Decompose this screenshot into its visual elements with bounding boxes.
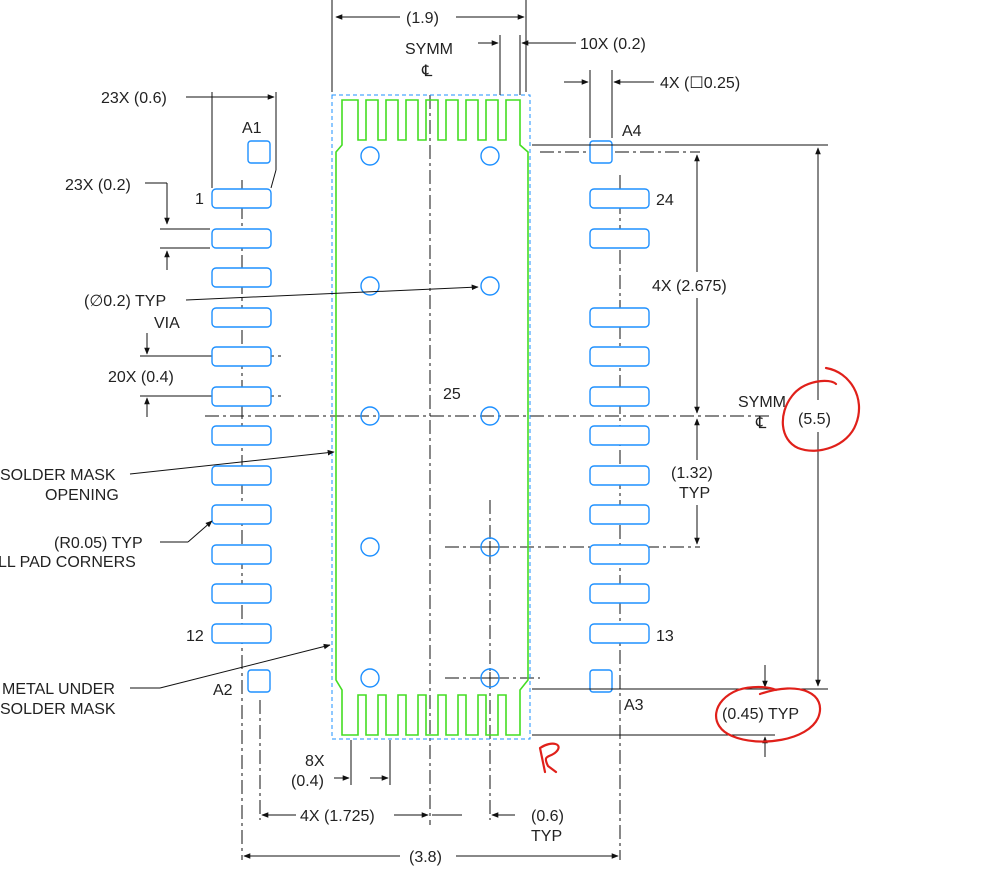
dimension-lines [129, 0, 828, 859]
via [360, 406, 380, 426]
pad [211, 188, 272, 209]
via [360, 276, 380, 296]
via-diameter-sublabel: VIA [154, 315, 180, 332]
finger-count-label: 8X [305, 753, 325, 770]
pad [589, 623, 650, 644]
pin-24-label: 24 [656, 192, 674, 209]
pad [589, 307, 650, 328]
via [480, 537, 500, 557]
via [360, 668, 380, 688]
corner-radius-sublabel: LL PAD CORNERS [0, 554, 136, 571]
bottom-pitch-dim: 4X (1.725) [300, 808, 375, 825]
pad-width-dim: 23X (0.6) [101, 90, 167, 107]
pad [211, 425, 272, 446]
pin-a2-label: A2 [213, 682, 233, 699]
pin-12-label: 12 [186, 628, 204, 645]
pin-1-label: 1 [195, 191, 204, 208]
right-pad-column [589, 140, 650, 693]
red-annotations [538, 366, 861, 774]
edge-dim: (0.45) TYP [722, 706, 799, 723]
red-r-mark [538, 742, 560, 774]
metal-pad-outline [331, 94, 531, 740]
pad [589, 386, 650, 407]
red-circle-height [781, 366, 861, 452]
corner-radius-label: (R0.05) TYP [54, 535, 143, 552]
vias [360, 146, 500, 688]
pad [589, 544, 650, 565]
corner-pad-a4 [589, 140, 613, 164]
via-count-dim: 10X (0.2) [580, 36, 646, 53]
top-dimension: (1.9) [406, 10, 439, 27]
left-pad-column [211, 140, 272, 693]
via-pitch-dim: (1.32) [671, 465, 713, 482]
vertical-pitch-dim: 4X (2.675) [652, 278, 727, 295]
via [480, 276, 500, 296]
pad [211, 386, 272, 407]
pad [589, 228, 650, 249]
pin-a3-label: A3 [624, 697, 644, 714]
pad [211, 465, 272, 486]
centerline-right-symbol: ℄ [755, 415, 767, 432]
pad [211, 583, 272, 604]
solder-mask-opening [335, 99, 529, 736]
via [480, 146, 500, 166]
overall-height-dim: (5.5) [798, 411, 831, 428]
pad [211, 544, 272, 565]
red-circle-edge-dim [714, 685, 821, 743]
metal-under-mask-label: METAL UNDER [2, 681, 115, 698]
via [480, 406, 500, 426]
labels: (1.9) SYMM ℄ 10X (0.2) 4X (☐0.25) 23X (0… [0, 10, 831, 866]
symm-top-label: SYMM [405, 41, 453, 58]
finger-width-dim: (0.4) [291, 773, 324, 790]
bottom-right-pitch-typ: TYP [531, 828, 562, 845]
pin-a4-label: A4 [622, 123, 642, 140]
pad-pitch-dim: 20X (0.4) [108, 369, 174, 386]
bottom-right-pitch-dim: (0.6) [531, 808, 564, 825]
via-pitch-typ: TYP [679, 485, 710, 502]
via [480, 668, 500, 688]
pin-13-label: 13 [656, 628, 674, 645]
pad [589, 188, 650, 209]
metal-under-mask-sublabel: SOLDER MASK [0, 701, 116, 718]
solder-mask-sublabel: OPENING [45, 487, 119, 504]
square-pad-dim: 4X (☐0.25) [660, 75, 740, 92]
overall-width-dim: (3.8) [409, 849, 442, 866]
pin-a1-label: A1 [242, 120, 262, 137]
solder-mask-label: SOLDER MASK [0, 467, 116, 484]
pad [211, 346, 272, 367]
pad [589, 346, 650, 367]
via [360, 537, 380, 557]
pad [589, 425, 650, 446]
corner-pad-a2 [247, 669, 271, 693]
centerline-top-symbol: ℄ [421, 63, 433, 80]
center-lines [205, 95, 770, 860]
pad [211, 307, 272, 328]
symm-right-label: SYMM [738, 394, 786, 411]
via-diameter-label: (∅0.2) TYP [84, 293, 166, 310]
corner-pad-a3 [589, 669, 613, 693]
pad [589, 465, 650, 486]
pad [211, 267, 272, 288]
pad [211, 623, 272, 644]
pad [589, 583, 650, 604]
pad-height-dim: 23X (0.2) [65, 177, 131, 194]
pad [211, 228, 272, 249]
via [360, 146, 380, 166]
pad [211, 504, 272, 525]
pad [589, 504, 650, 525]
corner-pad-a1 [247, 140, 271, 164]
pin-25-label: 25 [443, 386, 461, 403]
